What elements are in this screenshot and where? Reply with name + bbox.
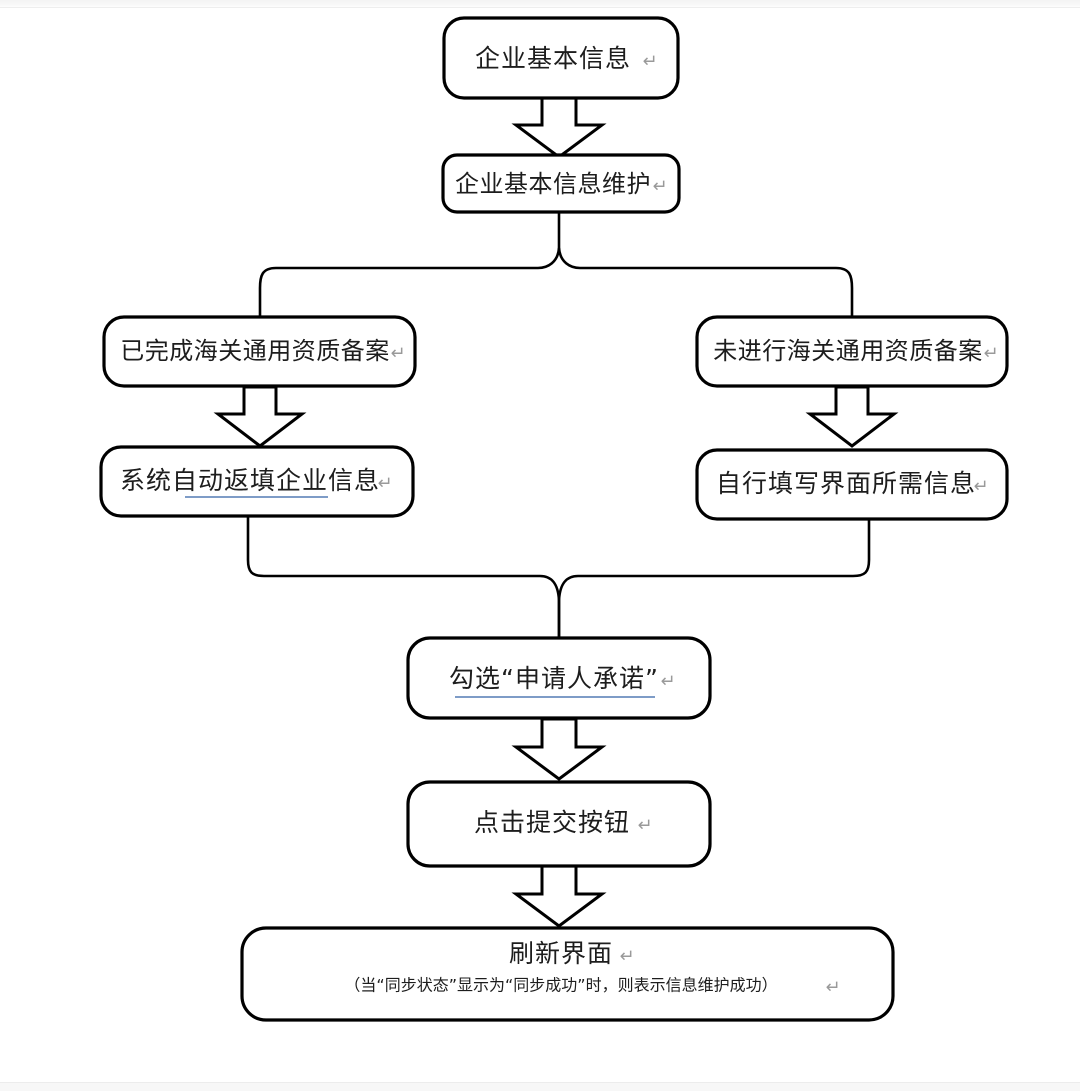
node-box-n5[interactable] [99,445,415,518]
top-border-strip [0,0,1080,8]
node-label-n6: 自行填写界面所需信息 [716,469,976,498]
node-check-applicant-commitment[interactable]: 勾选“申请人承诺” ↵ [406,636,712,720]
node-label-n5: 系统自动返填企业信息 [120,466,380,495]
node-customs-qualification-not-filed[interactable]: 未进行海关通用资质备案 ↵ [695,315,1009,388]
pilcrow-n2: ↵ [652,176,667,197]
node-label-n8: 点击提交按钮 [474,808,630,837]
pilcrow-n6: ↵ [973,476,988,497]
pilcrow-n9: ↵ [619,946,634,967]
pilcrow-sub-n9: ↵ [825,977,840,998]
edge-merge-branches [246,516,871,637]
node-box-n7[interactable] [406,636,712,720]
edge-n1-n2 [511,95,607,159]
bottom-border-strip [0,1082,1080,1091]
node-label-n9: 刷新界面 [509,939,613,968]
node-box-n3[interactable] [102,315,417,388]
edge-split-branches [258,247,854,316]
node-system-auto-fill-enterprise-info[interactable]: 系统自动返填企业信息 ↵ [99,445,415,518]
node-customs-qualification-filed[interactable]: 已完成海关通用资质备案 ↵ [102,315,417,388]
node-sublabel-n9: （当“同步状态”显示为“同步成功”时，则表示信息维护成功） [344,976,777,995]
node-box-n4[interactable] [695,315,1009,388]
node-label-n2: 企业基本信息维护 [455,170,651,198]
node-label-n1: 企业基本信息 [475,44,631,73]
pilcrow-n8: ↵ [637,815,652,836]
edge-n7-n8 [511,717,607,781]
node-enterprise-basic-info[interactable]: 企业基本信息 ↵ [442,16,680,100]
pilcrow-n7: ↵ [660,671,675,692]
node-box-n1[interactable] [442,16,680,100]
pilcrow-n4: ↵ [983,343,998,364]
node-box-n6[interactable] [695,448,1009,521]
node-label-n3: 已完成海关通用资质备案 [120,337,390,365]
edge-n4-n6 [805,385,899,448]
node-refresh-interface[interactable]: 刷新界面 ↵ （当“同步状态”显示为“同步成功”时，则表示信息维护成功） ↵ [240,926,895,1022]
pilcrow-n1: ↵ [642,51,657,72]
edge-n8-n9 [511,864,607,928]
node-enterprise-basic-info-maintenance[interactable]: 企业基本信息维护 ↵ [441,153,681,214]
node-label-n4: 未进行海关通用资质备案 [713,337,983,365]
node-label-n7: 勾选“申请人承诺” [449,664,659,693]
pilcrow-n5: ↵ [377,473,392,494]
node-box-n2[interactable] [441,153,681,214]
pilcrow-n3: ↵ [390,343,405,364]
node-manually-fill-required-info[interactable]: 自行填写界面所需信息 ↵ [695,448,1009,521]
node-box-n8[interactable] [406,780,712,868]
node-box-n9[interactable] [240,926,895,1022]
node-click-submit-button[interactable]: 点击提交按钮 ↵ [406,780,712,868]
edge-n3-n5 [213,385,307,448]
